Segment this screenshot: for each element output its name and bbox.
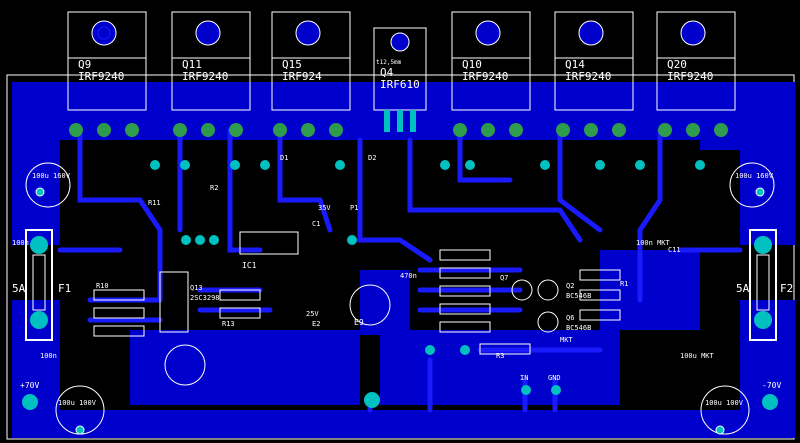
fuse-f2-rating: 5A xyxy=(736,282,750,295)
q10-part: IRF9240 xyxy=(462,70,508,83)
supply-plus-label: +70V xyxy=(20,381,39,390)
q7: Q7 xyxy=(500,274,533,301)
q9-part: IRF9240 xyxy=(78,70,124,83)
q11-label: Q11 xyxy=(182,58,202,71)
q20-part: IRF9240 xyxy=(667,70,713,83)
transistor-q14: Q14 IRF9240 xyxy=(554,11,634,137)
q2-label: Q2 xyxy=(566,282,574,290)
fuse-f1: 5A F1 xyxy=(12,229,71,341)
q13-part: 2SC3298 xyxy=(190,294,220,302)
cap-left-label: 100n xyxy=(12,239,29,247)
input-label: IN xyxy=(520,374,528,382)
gnd-label: GND xyxy=(548,374,561,382)
q4-label: Q4 xyxy=(380,66,394,79)
q4-part: IRF610 xyxy=(380,78,420,91)
voltage-25v-label: 25V xyxy=(306,310,319,318)
q6-part: BC546B xyxy=(566,324,591,332)
cap-left-lower-label: 100n xyxy=(40,352,57,360)
cap-right-bottom-label: 100u 100V xyxy=(705,399,744,407)
q15-part: IRF924 xyxy=(282,70,322,83)
c11-label: C11 xyxy=(668,246,681,254)
q13: Q13 2SC3298 xyxy=(159,271,220,333)
resistor-r3: R3 xyxy=(496,352,504,360)
d1-label: D1 xyxy=(280,154,288,162)
q6-label: Q6 xyxy=(566,314,574,322)
resistor-r12: R13 xyxy=(222,320,235,328)
transistor-q11: Q11 IRF9240 xyxy=(171,11,251,137)
resistor-r1: R1 xyxy=(620,280,628,288)
transistor-q15: Q15 IRF924 xyxy=(271,11,351,137)
q2-part: BC546B xyxy=(566,292,591,300)
q9-label: Q9 xyxy=(78,58,91,71)
q11-part: IRF9240 xyxy=(182,70,228,83)
cap-right-lower-label: 100u MKT xyxy=(680,352,715,360)
via-pads xyxy=(150,160,705,355)
cap-right-top-label: 100u 160V xyxy=(735,172,774,180)
electrolytic-capacitors xyxy=(25,162,775,435)
q6: Q6 BC546B xyxy=(537,311,591,333)
q4-note: t12,5mm xyxy=(376,59,402,66)
q7-label: Q7 xyxy=(500,274,508,282)
q13-label: Q13 xyxy=(190,284,203,292)
fuse-f2: 5A F2 xyxy=(736,229,793,341)
resistor-cluster xyxy=(93,249,621,355)
q20-label: Q20 xyxy=(667,58,687,71)
cap-left-bottom-label: 100u 100V xyxy=(58,399,97,407)
resistor-r10: R11 xyxy=(148,199,161,207)
p1-label: P1 xyxy=(350,204,358,212)
transistor-q9: Q9 IRF9240 xyxy=(67,11,147,137)
q10-label: Q10 xyxy=(462,58,482,71)
e2-label: E2 xyxy=(312,320,320,328)
ic1: IC1 xyxy=(239,231,299,270)
voltage-35v-label: 35V xyxy=(318,204,331,212)
q14-part: IRF9240 xyxy=(565,70,611,83)
cap-left-top-label: 100u 160V xyxy=(32,172,71,180)
q14-label: Q14 xyxy=(565,58,585,71)
board-outline xyxy=(6,74,795,440)
fuse-f1-id: F1 xyxy=(58,282,71,295)
transistor-q10: Q10 IRF9240 xyxy=(451,11,531,137)
q2: Q2 BC546B xyxy=(537,279,591,301)
d2-label: D2 xyxy=(368,154,376,162)
ic1-label: IC1 xyxy=(242,261,257,270)
resistor-r18: R10 xyxy=(96,282,109,290)
fuse-f1-rating: 5A xyxy=(12,282,26,295)
c1-label: C1 xyxy=(312,220,320,228)
mkt-label: MKT xyxy=(560,336,573,344)
transistor-q4: t12,5mm Q4 IRF610 xyxy=(373,27,427,132)
cap-470n-label: 470n xyxy=(400,272,417,280)
q15-label: Q15 xyxy=(282,58,302,71)
resistor-r2: R2 xyxy=(210,184,218,192)
power-transistors: Q9 IRF9240 Q11 IRF9240 Q15 IRF924 t12,5m… xyxy=(67,11,736,137)
cap-right-label: 100n MKT xyxy=(636,239,671,247)
fuse-f2-id: F2 xyxy=(780,282,793,295)
supply-minus-label: -70V xyxy=(762,381,781,390)
transistor-q20: Q20 IRF9240 xyxy=(656,11,736,137)
e9-label: E9 xyxy=(354,318,364,327)
